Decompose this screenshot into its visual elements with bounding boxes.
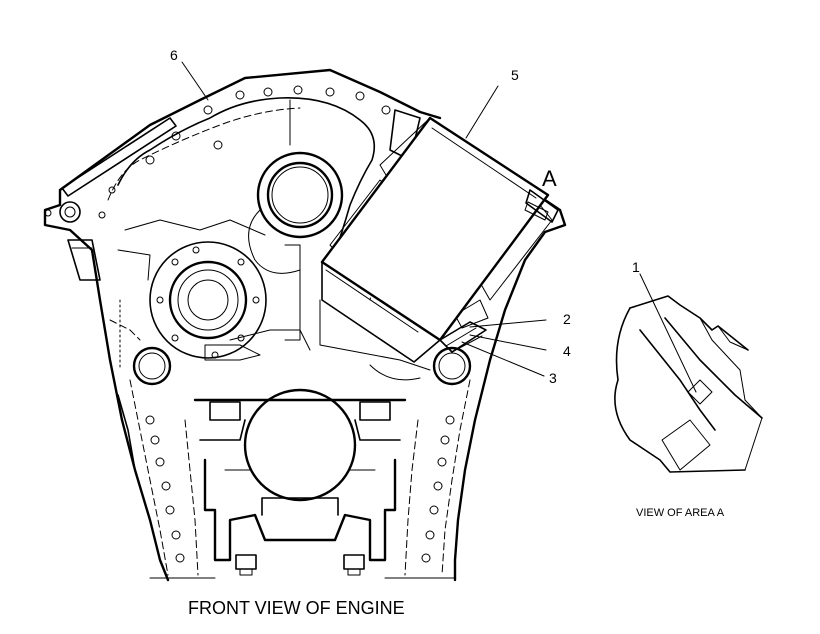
callout-4: 4 [563, 343, 571, 359]
front-view-caption: FRONT VIEW OF ENGINE [188, 598, 405, 618]
callout-6: 6 [170, 47, 178, 63]
callout-3: 3 [549, 370, 557, 386]
view-of-area-a-drawing [614, 295, 763, 473]
area-a-marker: A [542, 166, 557, 191]
callout-5: 5 [511, 67, 519, 83]
callout-leaders [181, 61, 697, 393]
callout-1: 1 [632, 259, 640, 275]
view-area-a-caption: VIEW OF AREA A [636, 507, 725, 519]
callout-2: 2 [563, 311, 571, 327]
engine-block-drawing [43, 68, 567, 582]
